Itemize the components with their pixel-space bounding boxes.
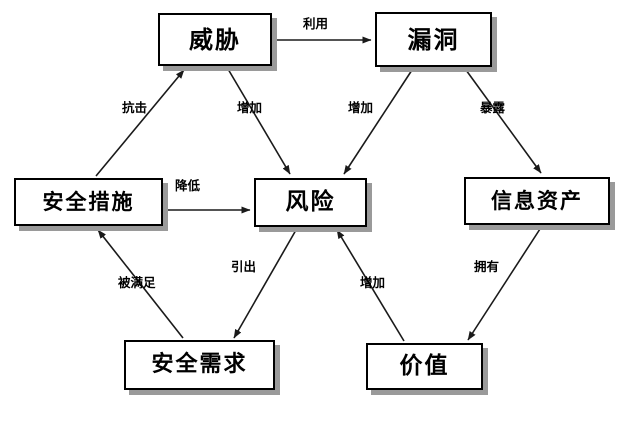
node-label-asset: 信息资产 (491, 188, 583, 213)
edge-label-vulnerability-to-risk: 增加 (348, 100, 374, 115)
edge-label-vulnerability-to-asset: 暴露 (480, 100, 506, 115)
edge-label-risk-to-requirement: 引出 (231, 259, 257, 274)
edge-label-safeguard-to-risk: 降低 (175, 178, 201, 193)
node-vulnerability[interactable]: 漏洞 (375, 12, 492, 67)
edge-value-to-risk (336, 229, 405, 342)
edge-lines (95, 36, 542, 342)
edge-requirement-to-safeguard (97, 229, 184, 339)
node-requirement[interactable]: 安全需求 (124, 340, 275, 390)
edge-threat-to-risk (227, 68, 291, 175)
edge-risk-to-requirement (233, 229, 297, 339)
node-threat[interactable]: 威胁 (158, 13, 272, 66)
node-label-threat: 威胁 (189, 25, 241, 54)
node-value[interactable]: 价值 (366, 343, 483, 390)
node-safeguard[interactable]: 安全措施 (14, 178, 163, 226)
edge-label-threat-to-risk: 增加 (237, 100, 263, 115)
node-risk[interactable]: 风险 (254, 178, 367, 227)
edge-label-safeguard-to-threat: 抗击 (122, 100, 148, 115)
node-asset[interactable]: 信息资产 (464, 177, 610, 225)
edge-label-threat-to-vulnerability: 利用 (303, 16, 329, 31)
edge-safeguard-to-threat (95, 69, 185, 177)
node-label-risk: 风险 (285, 189, 336, 215)
edge-vulnerability-to-asset (465, 69, 542, 174)
edge-label-value-to-risk: 增加 (360, 275, 386, 290)
node-label-value: 价值 (399, 353, 450, 379)
edge-label-requirement-to-safeguard: 被满足 (118, 275, 156, 290)
node-label-requirement: 安全需求 (151, 352, 248, 377)
node-label-vulnerability: 漏洞 (407, 25, 460, 54)
node-label-safeguard: 安全措施 (42, 189, 135, 214)
edge-label-asset-to-value: 拥有 (474, 259, 500, 274)
edge-asset-to-value (467, 228, 541, 341)
edge-vulnerability-to-risk (343, 69, 413, 175)
